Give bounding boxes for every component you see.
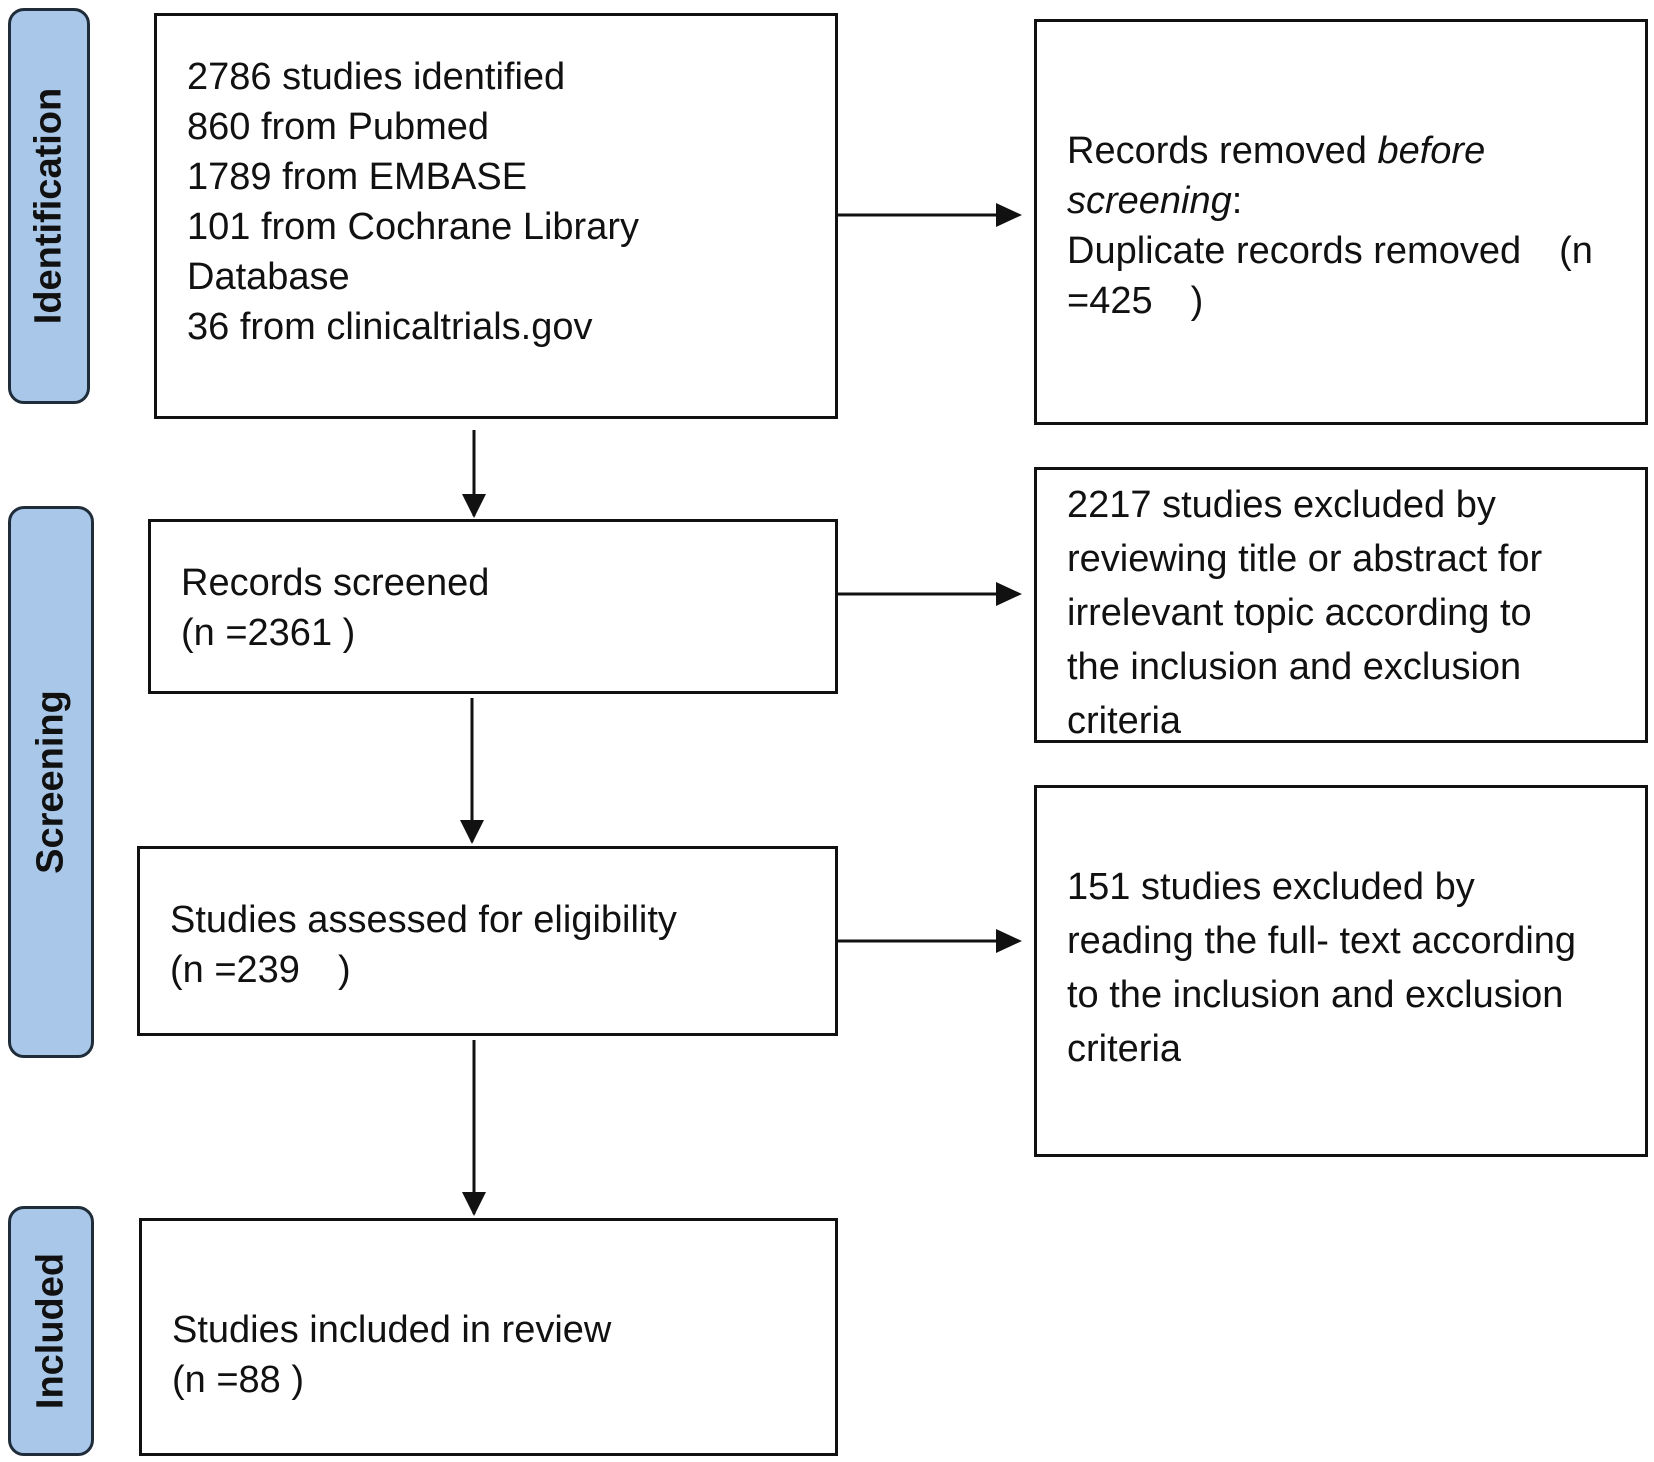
excluded-title-line: reviewing title or abstract for: [1067, 538, 1543, 580]
identified-line: 101 from Cochrane Library: [187, 206, 639, 248]
excluded-fulltext-line: 151 studies excluded by: [1067, 866, 1475, 908]
removed-line-4: =425 ): [1067, 280, 1204, 322]
removed-line-3: Duplicate records removed (n: [1067, 230, 1593, 272]
screened-box: Records screened (n =2361 ): [148, 519, 838, 694]
included-box: Studies included in review (n =88 ): [139, 1218, 838, 1456]
phase-identification: Identification: [8, 8, 90, 404]
eligibility-line-2: (n =239 ): [170, 949, 351, 991]
identified-line: 36 from clinicaltrials.gov: [187, 306, 593, 348]
removed-box: Records removed before screening: Duplic…: [1034, 19, 1648, 425]
arrowhead: [462, 1192, 486, 1216]
phase-screening: Screening: [8, 506, 94, 1058]
arrowhead: [460, 820, 484, 844]
excluded-title-line: the inclusion and exclusion: [1067, 646, 1522, 688]
excluded-title-line: irrelevant topic according to: [1067, 592, 1532, 634]
included-line-2: (n =88 ): [172, 1359, 305, 1401]
excluded-title-line: 2217 studies excluded by: [1067, 484, 1496, 526]
identified-line: 1789 from EMBASE: [187, 156, 528, 198]
screened-line-2: (n =2361 ): [181, 612, 356, 654]
arrowhead: [996, 929, 1022, 953]
arrowhead: [996, 203, 1022, 227]
removed-colon: :: [1231, 180, 1243, 222]
removed-prefix: Records removed: [1067, 130, 1378, 172]
removed-italic-before: before: [1377, 130, 1486, 172]
excluded-fulltext-box: 151 studies excluded by reading the full…: [1034, 785, 1648, 1157]
arrowhead: [996, 582, 1022, 606]
eligibility-line-1: Studies assessed for eligibility: [170, 899, 677, 941]
arrowhead: [462, 494, 486, 518]
excluded-title-line: criteria: [1067, 700, 1182, 742]
excluded-title-box: 2217 studies excluded by reviewing title…: [1034, 467, 1648, 743]
removed-italic-screening: screening: [1067, 180, 1232, 222]
identified-box: 2786 studies identified 860 from Pubmed …: [154, 13, 838, 419]
excluded-fulltext-line: to the inclusion and exclusion: [1067, 974, 1564, 1016]
identified-line: Database: [187, 256, 350, 298]
phase-included: Included: [8, 1206, 94, 1456]
identified-line: 2786 studies identified: [187, 56, 566, 98]
removed-line-1: Records removed before: [1067, 126, 1645, 176]
removed-line-2: screening:: [1067, 176, 1645, 226]
identified-line: 860 from Pubmed: [187, 106, 490, 148]
excluded-fulltext-line: reading the full- text according: [1067, 920, 1577, 962]
screened-line-1: Records screened: [181, 562, 490, 604]
eligibility-box: Studies assessed for eligibility (n =239…: [137, 846, 838, 1036]
included-line-1: Studies included in review: [172, 1309, 612, 1351]
excluded-fulltext-line: criteria: [1067, 1028, 1182, 1070]
